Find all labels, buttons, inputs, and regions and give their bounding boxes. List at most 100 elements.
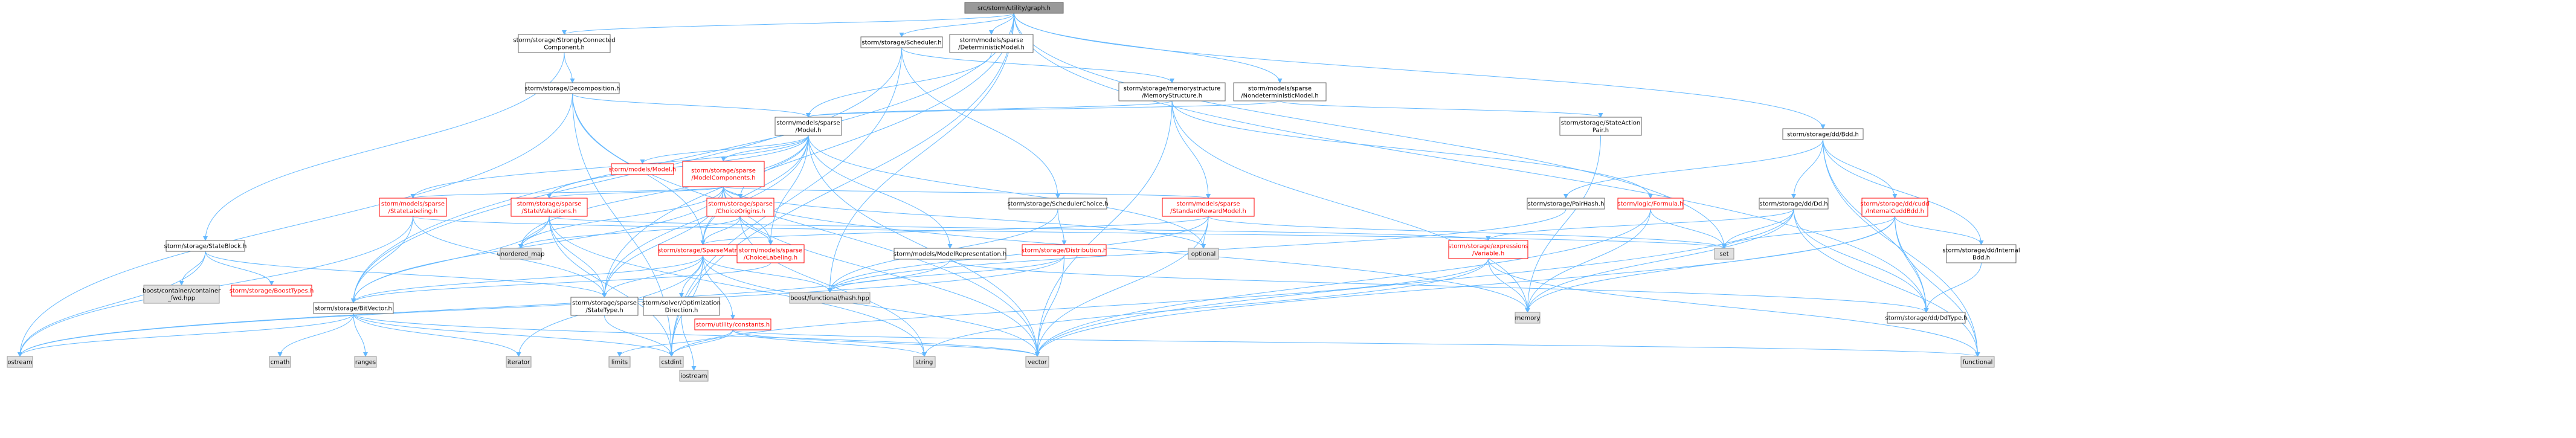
- edge-dddd-to-exprvar: [1486, 208, 1794, 241]
- node-optional[interactable]: optional: [1188, 248, 1219, 260]
- node-detmodel[interactable]: storm/models/sparse/DeterministicModel.h: [949, 34, 1034, 53]
- edge-ddbdd-to-ddinternal: [1823, 139, 1984, 245]
- node-choicelabeling[interactable]: storm/models/sparse/ChoiceLabeling.h: [736, 244, 805, 263]
- node-sparsematrix[interactable]: storm/storage/SparseMatrix.h: [658, 244, 748, 256]
- node-unordered-label-0: unordered_map: [497, 251, 545, 258]
- edge-exprvar-to-functional: [1488, 258, 1980, 357]
- edge-constants-to-limits: [617, 329, 733, 357]
- node-exprvar[interactable]: storm/storage/expressions/Variable.h: [1448, 240, 1528, 259]
- edge-sparsematrix-to-statetype: [602, 255, 703, 298]
- edge-root-to-detmodel: [989, 13, 1014, 35]
- edge-scheduler-to-bitvector: [351, 47, 902, 303]
- node-statevaluations-label-0: storm/storage/sparse: [517, 201, 582, 208]
- node-iostream[interactable]: iostream: [679, 370, 709, 382]
- node-formula[interactable]: storm/logic/Formula.h: [1617, 198, 1684, 210]
- node-statelabeling[interactable]: storm/models/sparse/StateLabeling.h: [379, 198, 447, 217]
- node-pairhash[interactable]: storm/storage/PairHash.h: [1527, 198, 1605, 210]
- node-ranges[interactable]: ranges: [354, 356, 377, 368]
- node-stateblock[interactable]: storm/storage/StateBlock.h: [164, 240, 247, 252]
- node-ddbdd[interactable]: storm/storage/dd/Bdd.h: [1782, 128, 1864, 140]
- node-memory-box: [1515, 312, 1541, 324]
- node-functional-box: [1960, 356, 1995, 368]
- node-cstdint[interactable]: cstdint: [659, 356, 684, 368]
- node-bitvector[interactable]: storm/storage/BitVector.h: [313, 302, 394, 314]
- node-nondetmodel[interactable]: storm/models/sparse/NondeterministicMode…: [1233, 82, 1327, 101]
- edge-scc-to-decomp: [564, 52, 575, 83]
- node-memstruct-label-1: /MemoryStructure.h: [1142, 93, 1202, 100]
- node-cudd[interactable]: storm/storage/dd/cudd/InternalCuddBdd.h: [1860, 198, 1930, 217]
- node-decomp[interactable]: storm/storage/Decomposition.h: [525, 82, 620, 94]
- edge-bitvector-to-cmath: [277, 313, 354, 357]
- edge-choiceorigins-to-unordered: [518, 216, 741, 249]
- node-stdreward[interactable]: storm/models/sparse/StandardRewardModel.…: [1162, 198, 1255, 217]
- node-schedchoice[interactable]: storm/storage/SchedulerChoice.h: [1007, 198, 1109, 210]
- edge-sparsematrix-to-vector: [703, 255, 1040, 357]
- node-choiceorigins[interactable]: storm/storage/sparse/ChoiceOrigins.h: [706, 198, 774, 217]
- node-string[interactable]: string: [913, 356, 936, 368]
- node-scheduler[interactable]: storm/storage/Scheduler.h: [860, 36, 943, 48]
- node-root[interactable]: src/storm/utility/graph.h: [964, 2, 1064, 14]
- node-ostream[interactable]: ostream: [7, 356, 33, 368]
- node-sparsemodel-box: [774, 117, 842, 136]
- node-functional[interactable]: functional: [1960, 356, 1995, 368]
- node-cmath[interactable]: cmath: [269, 356, 291, 368]
- node-modelh-box: [611, 163, 674, 175]
- node-optional-box: [1188, 248, 1219, 260]
- node-distribution[interactable]: storm/storage/Distribution.h: [1022, 244, 1107, 256]
- edge-sparsemodel-to-modelh: [640, 135, 809, 164]
- node-statetype[interactable]: storm/storage/sparse/StateType.h: [570, 297, 639, 316]
- edge-optdir-to-iostream: [681, 315, 697, 371]
- edge-choiceorigins-to-string: [740, 216, 927, 357]
- node-boosttypes-label-0: storm/storage/BoostTypes.h: [230, 288, 314, 295]
- edge-root-to-statetype: [602, 13, 1014, 298]
- node-statevaluations-box: [510, 198, 588, 217]
- edge-schedchoice-to-distribution: [1057, 208, 1067, 245]
- node-memstruct[interactable]: storm/storage/memorystructure/MemoryStru…: [1118, 82, 1226, 101]
- node-boosthash[interactable]: boost/functional/hash.hpp: [789, 292, 871, 304]
- node-scc-label-0: storm/storage/StronglyConnected: [513, 37, 615, 44]
- edge-modelcomp-to-unordered: [518, 186, 724, 249]
- node-modelrep[interactable]: storm/models/ModelRepresentation.h: [894, 248, 1007, 260]
- node-limits[interactable]: limits: [608, 356, 631, 368]
- edge-modelcomp-to-statelabeling: [410, 186, 724, 199]
- edge-sparsemodel-to-statelabeling: [410, 135, 809, 199]
- edge-exprvar-to-cstdint: [669, 258, 1489, 357]
- edge-statelabeling-to-set: [413, 216, 1727, 249]
- node-set[interactable]: set: [1714, 248, 1734, 260]
- edge-dddd-to-vector: [1035, 208, 1794, 357]
- node-modelrep-label-0: storm/models/ModelRepresentation.h: [894, 251, 1007, 258]
- node-cstdint-box: [659, 356, 684, 368]
- node-root-box: [964, 2, 1064, 14]
- node-iterator[interactable]: iterator: [506, 356, 532, 368]
- node-stateaction-label-0: storm/storage/StateAction: [1561, 120, 1640, 127]
- node-choiceorigins-label-0: storm/storage/sparse: [708, 201, 773, 208]
- node-ddinternal-label-0: storm/storage/dd/Internal: [1942, 248, 2020, 254]
- edge-nondetmodel-to-stateaction: [1280, 100, 1603, 118]
- node-bitvector-box: [313, 302, 394, 314]
- edge-decomp-to-sparsemodel: [572, 93, 811, 118]
- node-ostream-box: [7, 356, 33, 368]
- node-sparsemodel[interactable]: storm/models/sparse/Model.h: [774, 117, 842, 136]
- node-unordered[interactable]: unordered_map: [497, 248, 545, 260]
- node-boostflat[interactable]: boost/container/container_fwd.hpp: [143, 285, 221, 304]
- node-constants[interactable]: storm/utility/constants.h: [694, 318, 771, 330]
- node-ddtype[interactable]: storm/storage/dd/DdType.h: [1885, 312, 1968, 324]
- edge-bitvector-to-ranges: [353, 313, 368, 357]
- node-dddd[interactable]: storm/storage/dd/Dd.h: [1759, 198, 1829, 210]
- node-boosttypes[interactable]: storm/storage/BoostTypes.h: [230, 285, 314, 297]
- edge-statevaluations-to-cstdint: [549, 216, 674, 357]
- edge-exprvar-to-memory: [1488, 258, 1530, 313]
- node-statetype-box: [570, 297, 639, 316]
- node-stdreward-label-0: storm/models/sparse: [1176, 201, 1240, 208]
- node-scc[interactable]: storm/storage/StronglyConnectedComponent…: [513, 34, 616, 53]
- node-modelh[interactable]: storm/models/Model.h: [609, 163, 677, 175]
- node-memory[interactable]: memory: [1515, 312, 1541, 324]
- edge-decomp-to-vector: [572, 93, 1040, 357]
- node-vector[interactable]: vector: [1025, 356, 1049, 368]
- node-limits-box: [608, 356, 631, 368]
- node-statevaluations[interactable]: storm/storage/sparse/StateValuations.h: [510, 198, 588, 217]
- node-modelcomp[interactable]: storm/storage/sparse/ModelComponents.h: [682, 161, 765, 187]
